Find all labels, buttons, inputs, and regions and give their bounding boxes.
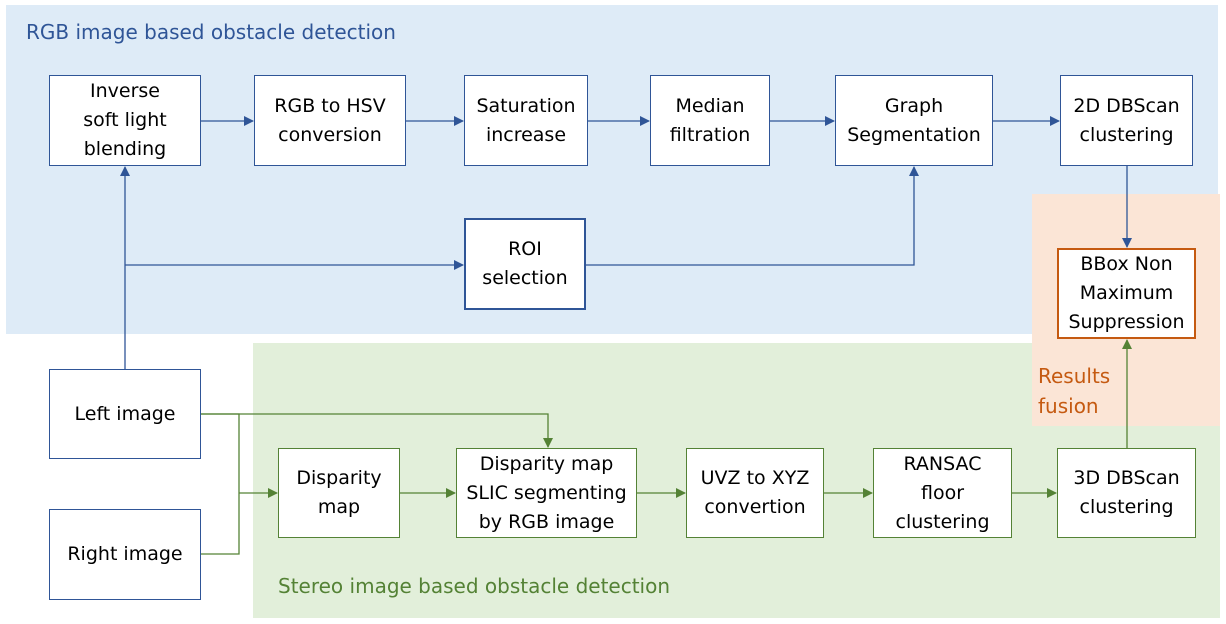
median-filtration-box: Median filtration	[650, 75, 770, 166]
rgb-detection-region	[6, 5, 1218, 334]
disparity-map-box: Disparity map	[278, 448, 400, 538]
roi-selection-box: ROI selection	[464, 218, 586, 310]
rgb-to-hsv-box: RGB to HSV conversion	[254, 75, 406, 166]
right-image-box: Right image	[49, 509, 201, 600]
saturation-increase-box: Saturation increase	[464, 75, 588, 166]
bbox-nms-box: BBox Non Maximum Suppression	[1057, 248, 1196, 339]
uvz-to-xyz-box: UVZ to XYZ convertion	[686, 448, 824, 538]
inverse-soft-light-blending-box: Inverse soft light blending	[49, 75, 201, 166]
arrow-left-branch	[201, 413, 240, 555]
ransac-floor-box: RANSAC floor clustering	[873, 448, 1012, 538]
arrow-roi-to-graph	[586, 166, 919, 266]
slic-segmenting-box: Disparity map SLIC segmenting by RGB ima…	[456, 448, 637, 538]
left-image-box: Left image	[49, 369, 201, 459]
dbscan-3d-box: 3D DBScan clustering	[1057, 448, 1196, 538]
fusion-region-label: Results fusion	[1038, 364, 1111, 418]
graph-segmentation-box: Graph Segmentation	[835, 75, 993, 166]
arrow-left-to-slic	[201, 413, 553, 448]
stereo-region-label: Stereo image based obstacle detection	[278, 574, 671, 598]
rgb-region-label: RGB image based obstacle detection	[26, 20, 396, 44]
dbscan-2d-box: 2D DBScan clustering	[1060, 75, 1193, 166]
